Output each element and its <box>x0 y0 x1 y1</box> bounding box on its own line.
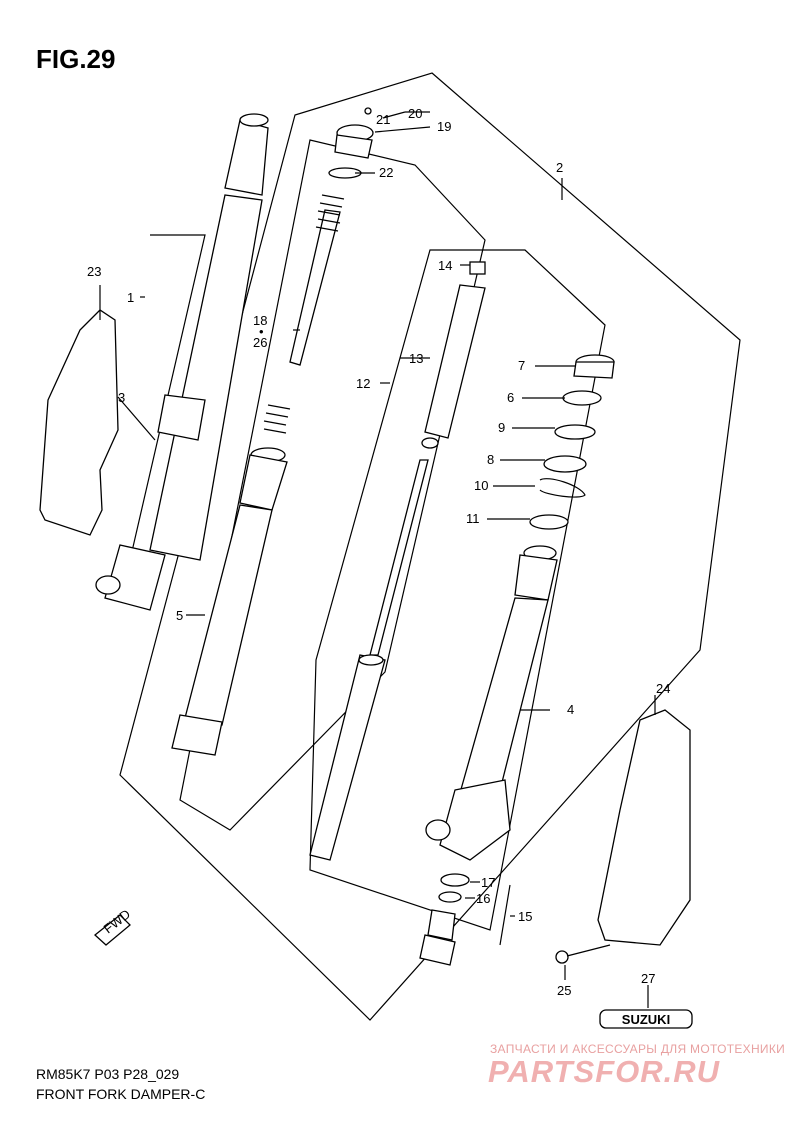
base-valve-15 <box>419 909 456 966</box>
watermark-tagline: ЗАПЧАСТИ И АКСЕССУАРЫ ДЛЯ МОТОТЕХНИКИ <box>490 1042 786 1056</box>
section-title: FRONT FORK DAMPER-C <box>36 1086 206 1102</box>
emblem-text: SUZUKI <box>622 1012 670 1027</box>
callout-5: 5 <box>176 608 183 623</box>
callout-16: 16 <box>476 891 490 906</box>
fork-guard-23 <box>39 309 119 536</box>
callout-1: 1 <box>127 290 134 305</box>
callout-13: 13 <box>409 351 423 366</box>
watermark-logo: PARTSFOR.RU <box>488 1054 721 1089</box>
callout-6: 6 <box>507 390 514 405</box>
callout-26: 26 <box>253 335 267 350</box>
callout-8: 8 <box>487 452 494 467</box>
inner-tube-5 <box>171 447 288 756</box>
callout-25: 25 <box>557 983 571 998</box>
callout-3: 3 <box>118 390 125 405</box>
callout-22: 22 <box>379 165 393 180</box>
callout-11: 11 <box>466 511 480 526</box>
fork-guard-24 <box>597 709 691 946</box>
suzuki-emblem-27: SUZUKI <box>599 1009 693 1029</box>
assembly-frame-12 <box>309 249 606 931</box>
bushing-7 <box>573 354 615 379</box>
callout-24: 24 <box>656 681 670 696</box>
leader-lines <box>99 111 656 1008</box>
callout-27: 27 <box>641 971 655 986</box>
svg-text:•: • <box>259 324 264 339</box>
piston-rod-13 <box>424 261 486 439</box>
stopper-ring-10 <box>539 478 586 498</box>
callout-20: 20 <box>408 106 422 121</box>
callout-2: 2 <box>556 160 563 175</box>
callout-12: 12 <box>356 376 370 391</box>
oil-seal-8 <box>543 455 587 473</box>
forward-direction-arrow: FWD <box>93 906 133 946</box>
callout-14: 14 <box>438 258 452 273</box>
gasket-16 <box>438 891 462 903</box>
callout-9: 9 <box>498 420 505 435</box>
bushing-6 <box>562 390 602 406</box>
cylinder-12 <box>309 459 429 861</box>
washer-9 <box>554 424 596 440</box>
bracket-1 <box>129 234 206 561</box>
assembly-frame-2 <box>119 72 741 1021</box>
model-code: RM85K7 P03 P28_029 <box>36 1066 180 1082</box>
callout-17: 17 <box>481 875 495 890</box>
callout-7: 7 <box>518 358 525 373</box>
outer-tube-4 <box>425 545 558 861</box>
cap-bolt-19 <box>334 124 374 159</box>
callout-19: 19 <box>437 119 451 134</box>
callout-18: 18 <box>253 313 267 328</box>
assembly-frame-5 <box>179 139 486 831</box>
bolt-25 <box>555 944 611 964</box>
clip-13b <box>421 437 439 449</box>
o-ring-17 <box>440 873 470 887</box>
callout-21: 21 <box>376 112 390 127</box>
bolt-21 <box>364 107 372 115</box>
callout-23: 23 <box>87 264 101 279</box>
callout-15: 15 <box>518 909 532 924</box>
callout-labels: 1 2 3 4 5 6 7 8 9 10 11 12 13 14 15 16 1… <box>87 106 670 998</box>
callout-10: 10 <box>474 478 488 493</box>
dust-seal-11 <box>529 514 569 530</box>
callout-4: 4 <box>567 702 574 717</box>
rebound-spring-18 <box>263 194 345 434</box>
outer-tube-1 <box>95 113 269 611</box>
figure-title: FIG.29 <box>36 44 116 74</box>
